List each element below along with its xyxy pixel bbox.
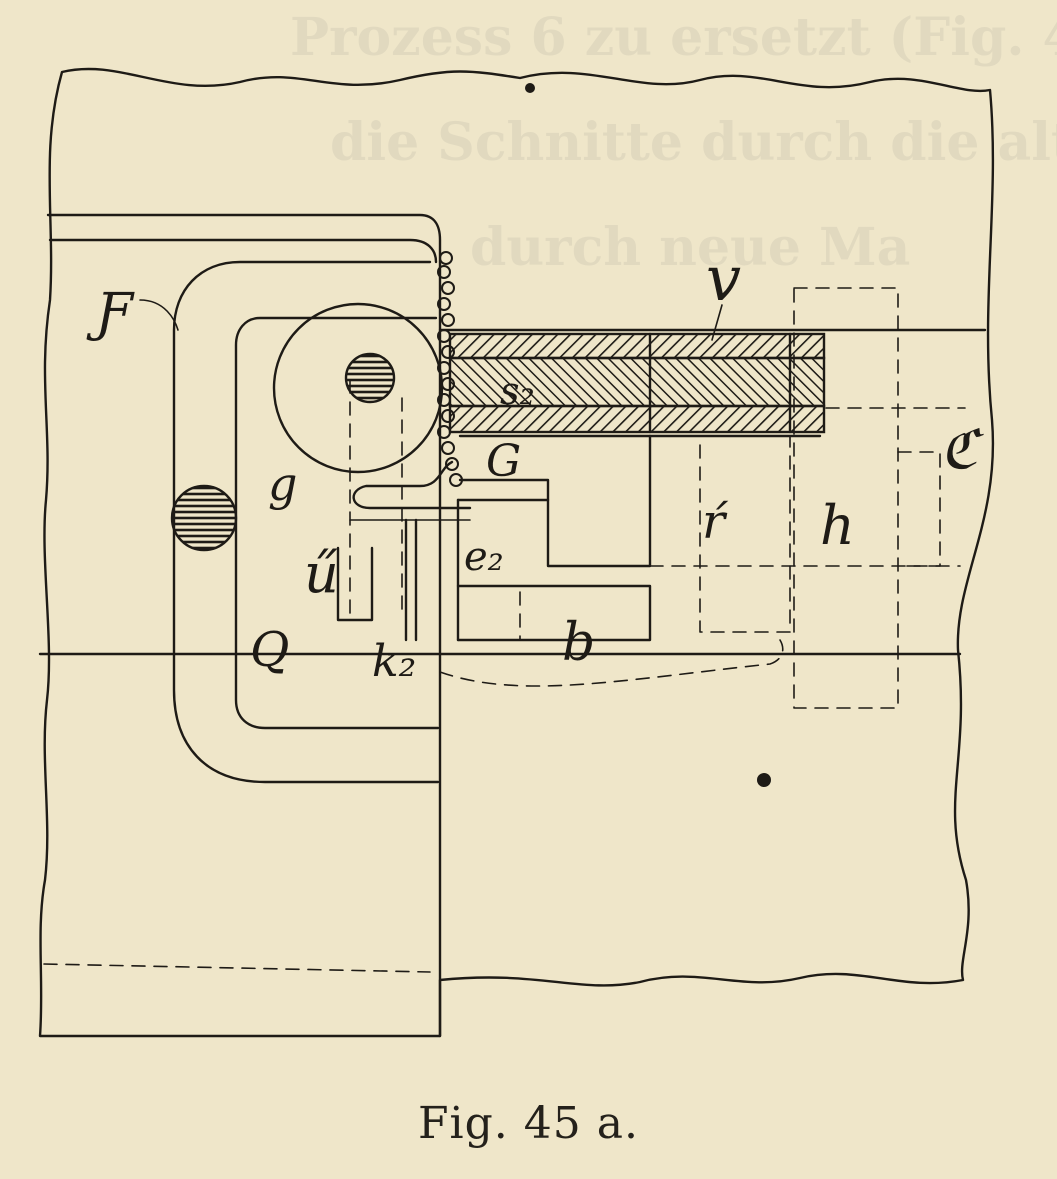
label-h: h	[820, 494, 855, 557]
label-u: ű	[304, 542, 339, 605]
bleed-through-text: Prozess 6 zu ersetzt (Fig. 44) aus die S…	[290, 7, 1057, 278]
hatched-bolt-upper	[344, 352, 396, 404]
rail-top-layer	[448, 332, 826, 360]
outer-sheet-outline	[38, 67, 995, 1038]
label-s2: s₂	[500, 369, 535, 413]
housing-g-line	[458, 434, 652, 568]
bleed-line-3: durch neue Ma	[470, 217, 910, 278]
pulley-circle	[272, 302, 444, 474]
figure-caption: Fig. 45 a.	[418, 1098, 639, 1149]
lever-rod-box	[336, 546, 374, 622]
dashed-curve-bottom	[439, 639, 784, 687]
label-v: v	[706, 242, 741, 315]
dashed-box-b	[699, 435, 791, 633]
label-f: Ƒ	[86, 283, 135, 343]
ink-dot-top	[525, 83, 535, 93]
label-k2: k₂	[372, 636, 416, 687]
bleed-line-2: die Schnitte durch die alte	[330, 112, 1057, 173]
rail-bottom-layer	[448, 404, 826, 434]
dashed-a-box	[897, 451, 941, 567]
label-e2: e₂	[464, 534, 504, 580]
v-leader-line	[711, 304, 723, 341]
u-shaped-outline-outer	[172, 260, 440, 784]
lever-hook	[352, 460, 472, 510]
rail-middle-layer	[448, 356, 826, 408]
f-leader-line	[139, 299, 179, 331]
ink-dot-lower	[757, 773, 771, 787]
rivet-chain	[437, 251, 463, 487]
label-b: b	[562, 613, 595, 673]
dashed-bottom-line	[43, 963, 431, 973]
label-a: ℭ	[940, 418, 984, 481]
bleed-line-1: Prozess 6 zu ersetzt (Fig. 44) aus	[290, 7, 1057, 68]
hatched-bolt-left	[170, 484, 238, 552]
housing-e2-line	[456, 584, 652, 642]
label-g-upper: G	[486, 436, 521, 487]
label-g-lower: g	[268, 457, 297, 511]
label-q: Q	[250, 622, 289, 678]
frame-top-line	[46, 213, 442, 1038]
label-r: ŕ	[702, 494, 729, 550]
frame-second-line	[48, 238, 438, 264]
dashed-box-h	[793, 287, 899, 709]
